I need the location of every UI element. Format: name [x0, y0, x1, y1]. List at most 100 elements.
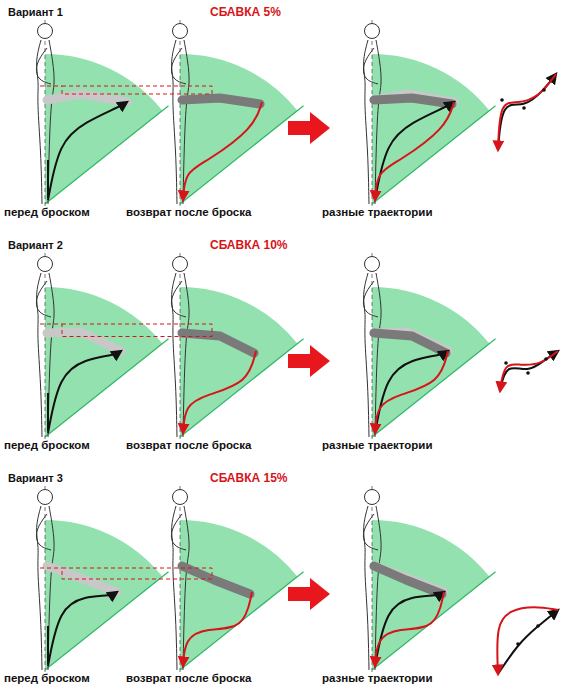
- caption: возврат после броска: [126, 439, 251, 452]
- body-axis: [372, 20, 373, 208]
- arm: [171, 48, 186, 84]
- reduction-label: СБАВКА 5%: [210, 6, 281, 20]
- raised-leg: [47, 332, 121, 351]
- height-marker: [40, 324, 62, 325]
- transition-arrow: [288, 112, 330, 144]
- support-arrow: [47, 626, 49, 664]
- throw-trajectory: [48, 592, 117, 666]
- caption: возврат после броска: [126, 672, 251, 685]
- head: [38, 490, 53, 505]
- reduction-label: СБАВКА 10%: [210, 239, 288, 253]
- variant-label: Вариант 1: [8, 6, 63, 19]
- arm: [36, 48, 51, 84]
- height-marker: [62, 324, 212, 337]
- head: [173, 24, 188, 39]
- return-trajectory: [375, 351, 448, 433]
- body-axis: [45, 20, 46, 208]
- sketch-trajectory: [498, 74, 556, 150]
- throw-trajectory: [375, 592, 444, 666]
- raised-leg: [374, 98, 452, 104]
- caption: перед броском: [4, 439, 90, 452]
- throw-trajectory: [375, 351, 448, 433]
- range-sector: [180, 54, 297, 204]
- sector-edge: [45, 339, 168, 437]
- throw-trajectory: [48, 351, 121, 433]
- arm: [171, 281, 186, 317]
- return-trajectory: [183, 351, 256, 433]
- sketch-trajectory: [498, 610, 558, 674]
- sketch-dot: [536, 624, 540, 628]
- variant-row: [36, 486, 558, 674]
- sketch-trajectory: [498, 74, 556, 150]
- body-axis: [45, 486, 46, 674]
- caption: возврат после броска: [126, 206, 251, 219]
- range-sector: [45, 520, 162, 670]
- transition-arrow: [288, 345, 330, 377]
- caption: разные траектории: [322, 439, 433, 452]
- head: [365, 257, 380, 272]
- body-axis: [180, 20, 181, 208]
- body-axis: [372, 486, 373, 674]
- head: [173, 257, 188, 272]
- raised-leg: [47, 94, 127, 102]
- height-marker: [40, 568, 62, 569]
- range-sector: [372, 54, 489, 204]
- raised-leg: [182, 566, 250, 594]
- raised-leg: [182, 98, 260, 104]
- variant-label: Вариант 3: [8, 472, 63, 485]
- arm: [363, 281, 378, 317]
- caption: разные траектории: [322, 672, 433, 685]
- height-marker: [62, 86, 212, 94]
- arm: [171, 514, 186, 550]
- return-trajectory: [183, 592, 252, 666]
- reduction-label: СБАВКА 15%: [210, 472, 288, 486]
- sketch-dot: [500, 98, 504, 102]
- raised-leg: [182, 333, 254, 353]
- range-sector: [372, 287, 489, 437]
- caption: разные траектории: [322, 206, 433, 219]
- raised-leg: [374, 566, 442, 594]
- body-axis: [180, 253, 181, 441]
- range-sector: [180, 287, 297, 437]
- throw-trajectory: [48, 102, 127, 200]
- variant-row: [36, 20, 556, 208]
- throw-trajectory: [375, 102, 454, 200]
- sketch-trajectory: [500, 351, 558, 391]
- sketch-dot: [544, 357, 548, 361]
- caption: перед броском: [4, 206, 90, 219]
- range-sector: [45, 287, 162, 437]
- support-arrow: [47, 393, 49, 431]
- sector-edge: [372, 106, 495, 204]
- head: [38, 24, 53, 39]
- support-arrow: [47, 160, 49, 198]
- height-marker: [40, 86, 62, 87]
- variant-row: [36, 253, 558, 441]
- body-axis: [372, 253, 373, 441]
- range-sector: [372, 520, 489, 670]
- head: [365, 490, 380, 505]
- head: [173, 490, 188, 505]
- range-sector: [180, 520, 297, 670]
- head: [38, 257, 53, 272]
- head: [365, 24, 380, 39]
- sketch-trajectory: [500, 351, 558, 391]
- return-trajectory: [375, 102, 454, 200]
- transition-arrow: [288, 578, 330, 610]
- sketch-dot: [504, 361, 508, 365]
- sector-edge: [372, 339, 495, 437]
- return-trajectory: [375, 592, 444, 666]
- body-axis: [180, 486, 181, 674]
- body-axis: [45, 253, 46, 441]
- caption: перед броском: [4, 672, 90, 685]
- arm: [36, 514, 51, 550]
- sector-edge: [180, 339, 303, 437]
- sketch-dot: [542, 88, 546, 92]
- arm: [363, 48, 378, 84]
- sector-edge: [180, 106, 303, 204]
- arm: [363, 514, 378, 550]
- sketch-dot: [516, 642, 520, 646]
- sketch-dot: [526, 371, 530, 375]
- raised-leg: [374, 333, 446, 353]
- sector-edge: [45, 106, 168, 204]
